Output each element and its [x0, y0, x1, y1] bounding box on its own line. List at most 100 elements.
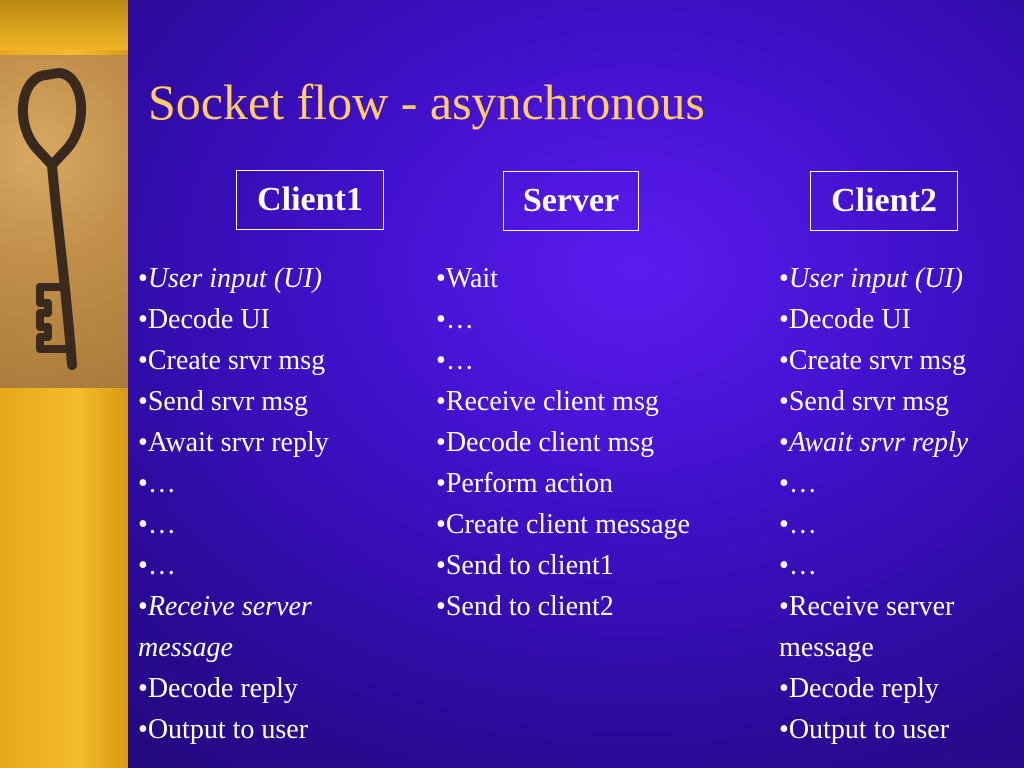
bullet-glyph: • — [779, 427, 789, 458]
list-item-text: Receive server message — [138, 591, 312, 663]
list-item: •Send srvr msg — [138, 381, 378, 422]
bullet-glyph: • — [138, 591, 148, 622]
list-item-text: Send srvr msg — [147, 386, 309, 417]
list-item-text: Wait — [445, 263, 498, 294]
list-item-text: Await srvr reply — [788, 427, 969, 458]
list-item-text: Send to client2 — [445, 591, 614, 622]
list-item-text: … — [445, 345, 474, 376]
bullet-glyph: • — [138, 714, 148, 745]
list-item: •… — [779, 463, 1019, 504]
bullet-glyph: • — [138, 304, 148, 335]
bullet-glyph: • — [138, 386, 148, 417]
bullet-glyph: • — [436, 386, 446, 417]
list-item: •… — [436, 299, 766, 340]
list-item: •Receive server message — [138, 586, 378, 668]
bullet-glyph: • — [138, 468, 148, 499]
list-item-text: … — [147, 509, 176, 540]
list-item: •User input (UI) — [779, 258, 1019, 299]
list-item-text: Output to user — [147, 714, 309, 745]
list-item: •Await srvr reply — [138, 422, 378, 463]
list-item: •Decode reply — [779, 668, 1019, 709]
bullet-glyph: • — [436, 427, 446, 458]
list-item: •… — [436, 340, 766, 381]
bullet-glyph: • — [779, 714, 789, 745]
header-server: Server — [503, 171, 639, 231]
list-item: •User input (UI) — [138, 258, 378, 299]
list-item: •Wait — [436, 258, 766, 299]
list-item: •Decode UI — [779, 299, 1019, 340]
slide-title: Socket flow - asynchronous — [148, 74, 705, 130]
list-item: •Create srvr msg — [138, 340, 378, 381]
bullet-glyph: • — [138, 509, 148, 540]
list-item-text: Output to user — [788, 714, 950, 745]
bullet-glyph: • — [138, 263, 148, 294]
list-item: •Send to client2 — [436, 586, 766, 627]
header-client2: Client2 — [810, 171, 958, 231]
column-server: •Wait•…•…•Receive client msg•Decode clie… — [436, 258, 766, 627]
list-item-text: … — [445, 304, 474, 335]
column-client1: •User input (UI)•Decode UI•Create srvr m… — [138, 258, 378, 750]
list-item-text: … — [147, 468, 176, 499]
list-item-text: … — [788, 468, 817, 499]
column-client2: •User input (UI)•Decode UI•Create srvr m… — [779, 258, 1019, 750]
list-item-text: User input (UI) — [147, 263, 323, 294]
list-item: •… — [138, 504, 378, 545]
list-item-text: Create srvr msg — [788, 345, 967, 376]
list-item: •Decode UI — [138, 299, 378, 340]
list-item-text: Perform action — [445, 468, 613, 499]
list-item-text: Create srvr msg — [147, 345, 326, 376]
list-item-text: Decode client msg — [445, 427, 655, 458]
list-item: •… — [779, 545, 1019, 586]
bullet-glyph: • — [779, 263, 789, 294]
list-item: •Receive server message — [779, 586, 1019, 668]
list-item: •Decode client msg — [436, 422, 766, 463]
side-stripe-top-band — [0, 0, 128, 50]
list-item-text: Send to client1 — [445, 550, 614, 581]
bullet-glyph: • — [138, 673, 148, 704]
list-item: •… — [138, 545, 378, 586]
list-item: •Await srvr reply — [779, 422, 1019, 463]
list-item-text: User input (UI) — [788, 263, 964, 294]
list-item: •Send to client1 — [436, 545, 766, 586]
list-item-text: Decode UI — [147, 304, 270, 335]
bullet-glyph: • — [779, 591, 789, 622]
bullet-glyph: • — [779, 386, 789, 417]
bullet-glyph: • — [779, 550, 789, 581]
list-item-text: … — [788, 550, 817, 581]
bullet-glyph: • — [436, 550, 446, 581]
bullet-glyph: • — [436, 304, 446, 335]
bullet-glyph: • — [138, 427, 148, 458]
bullet-glyph: • — [779, 509, 789, 540]
bullet-glyph: • — [436, 509, 446, 540]
list-item-text: … — [147, 550, 176, 581]
list-item: •Output to user — [779, 709, 1019, 750]
list-item: •Send srvr msg — [779, 381, 1019, 422]
list-item-text: … — [788, 509, 817, 540]
list-item: •Receive client msg — [436, 381, 766, 422]
bullet-glyph: • — [779, 468, 789, 499]
list-item-text: Decode reply — [147, 673, 298, 704]
list-item: •Create client message — [436, 504, 766, 545]
list-item: •… — [779, 504, 1019, 545]
bullet-glyph: • — [436, 263, 446, 294]
bullet-glyph: • — [779, 673, 789, 704]
bullet-glyph: • — [436, 468, 446, 499]
header-client1: Client1 — [236, 170, 384, 230]
bullet-glyph: • — [138, 345, 148, 376]
list-item: •Output to user — [138, 709, 378, 750]
list-item: •Perform action — [436, 463, 766, 504]
list-item-text: Receive client msg — [445, 386, 659, 417]
list-item-text: Await srvr reply — [147, 427, 329, 458]
list-item-text: Send srvr msg — [788, 386, 950, 417]
bullet-glyph: • — [436, 591, 446, 622]
list-item: •Create srvr msg — [779, 340, 1019, 381]
list-item-text: Decode reply — [788, 673, 939, 704]
list-item-text: Decode UI — [788, 304, 911, 335]
bullet-glyph: • — [436, 345, 446, 376]
bullet-glyph: • — [779, 345, 789, 376]
bullet-glyph: • — [779, 304, 789, 335]
list-item-text: Create client message — [445, 509, 690, 540]
list-item: •Decode reply — [138, 668, 378, 709]
list-item: •… — [138, 463, 378, 504]
